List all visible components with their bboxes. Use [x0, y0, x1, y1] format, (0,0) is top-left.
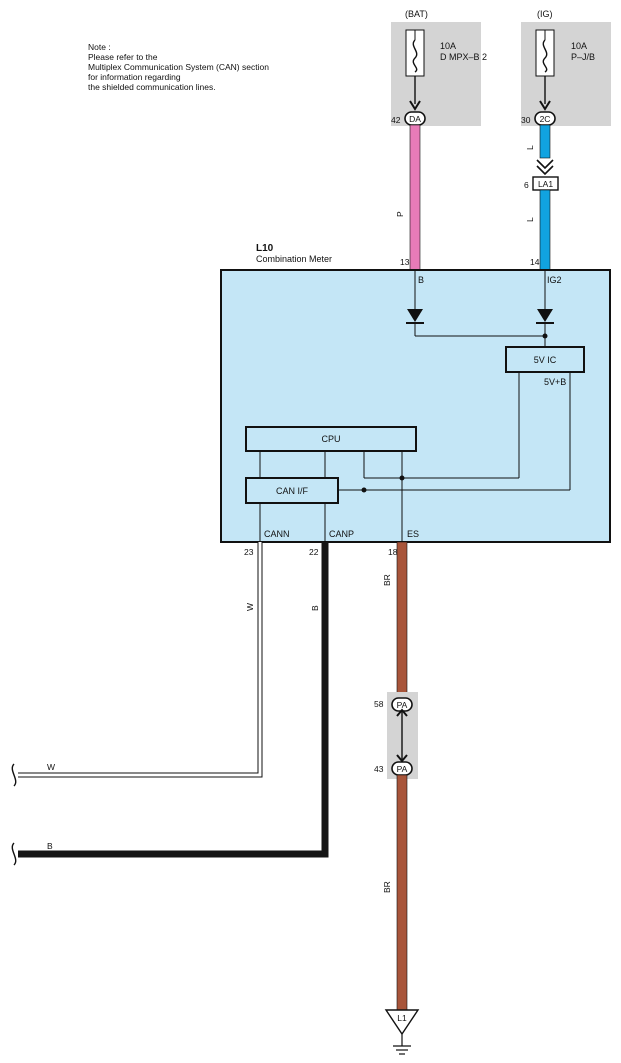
terminal-label: CANN: [264, 529, 290, 539]
wire-break-icon: [11, 842, 17, 866]
terminal-label: IG2: [547, 275, 562, 285]
fuse-rating: 10A: [440, 41, 456, 51]
fuse-name: D MPX–B 2: [440, 52, 487, 62]
wire-code: B: [47, 841, 53, 851]
connector-arrow-icon: [409, 100, 421, 111]
fuse-source-label: (BAT): [405, 9, 428, 19]
note-line: Note :: [88, 42, 111, 52]
ic-label: 5V IC: [534, 355, 557, 365]
pin-number: 58: [374, 699, 384, 709]
ic-output-label: 5V+B: [544, 377, 566, 387]
wire-code: L: [525, 145, 535, 150]
cpu-label: CPU: [321, 434, 340, 444]
wire-code: B: [310, 605, 320, 611]
fuse-box-bat: [391, 22, 481, 126]
pin-number: 6: [524, 180, 529, 190]
meter-internal-lines: [259, 270, 571, 542]
pin-number: 22: [309, 547, 319, 557]
fuse-icon: [535, 29, 555, 77]
diode-icon: [406, 309, 424, 324]
wire-code: L: [525, 217, 535, 222]
connector-arrow-icon: [536, 159, 554, 176]
fuse-box-ig: [521, 22, 611, 126]
fuse-rating: 10A: [571, 41, 587, 51]
fuse-ig: (IG) 10A P–J/B 30 2C: [521, 9, 611, 126]
connector-label: 2C: [540, 114, 551, 124]
cpu-block: [245, 426, 417, 452]
junction-dot: [542, 333, 548, 339]
wire-white: W W: [11, 542, 263, 787]
meter-id: L10: [256, 243, 274, 254]
wire-blue: L 6 LA1 L: [524, 124, 559, 271]
connector-label: PA: [397, 764, 408, 774]
note-line: Multiplex Communication System (CAN) sec…: [88, 62, 269, 72]
note-block: Note : Please refer to the Multiplex Com…: [88, 42, 269, 92]
terminal-label: ES: [407, 529, 419, 539]
connector-arrow-icon: [396, 708, 408, 717]
fuse-icon: [405, 29, 425, 77]
wire-break-icon: [11, 763, 17, 787]
wire-code: BR: [382, 574, 392, 586]
ic-5v-block: [505, 346, 585, 373]
ground-label: L1: [397, 1013, 407, 1023]
wire-code: W: [245, 603, 255, 611]
pin-number: 43: [374, 764, 384, 774]
wire-code: BR: [382, 881, 392, 893]
note-line: for information regarding: [88, 72, 181, 82]
fuse-name: P–J/B: [571, 52, 595, 62]
connector-label: LA1: [538, 179, 553, 189]
can-if-label: CAN I/F: [276, 486, 309, 496]
ground-icon: [384, 1009, 420, 1055]
can-if-block: [245, 477, 339, 504]
wire-black: B B: [11, 542, 329, 866]
pin-number: 14: [530, 257, 540, 267]
junction-dot: [399, 475, 405, 481]
pin-number: 13: [400, 257, 410, 267]
note-line: the shielded communication lines.: [88, 82, 216, 92]
fuse-bat: (BAT) 10A D MPX–B 2 42 DA: [391, 9, 487, 126]
fuse-source-label: (IG): [537, 9, 553, 19]
pin-number: 30: [521, 115, 531, 125]
wire-code: W: [47, 762, 55, 772]
connector-arrow-icon: [396, 754, 408, 763]
pin-number: 42: [391, 115, 401, 125]
wire-code: P: [395, 211, 405, 217]
meter-name: Combination Meter: [256, 254, 332, 264]
pin-number: 23: [244, 547, 254, 557]
note-line: Please refer to the: [88, 52, 158, 62]
terminal-label: B: [418, 275, 424, 285]
terminal-label: CANP: [329, 529, 354, 539]
connector-label: PA: [397, 700, 408, 710]
connector-label: DA: [409, 114, 421, 124]
wire-brown: BR 58 PA 43 PA BR: [374, 541, 418, 1011]
pin-number: 18: [388, 547, 398, 557]
diode-icon: [536, 309, 554, 324]
junction-dot: [361, 487, 367, 493]
connector-arrow-icon: [539, 100, 551, 111]
wire-pink: P: [395, 124, 421, 271]
